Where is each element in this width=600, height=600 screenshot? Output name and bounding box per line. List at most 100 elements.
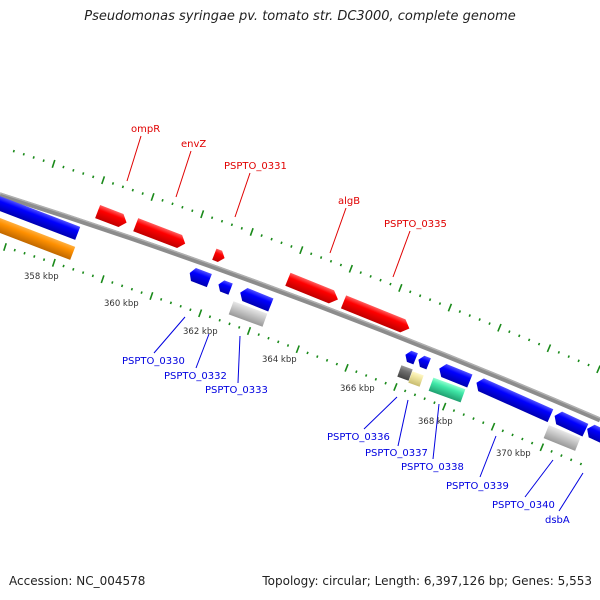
major-tick <box>101 176 106 185</box>
minor-tick <box>277 340 280 344</box>
leader-algB <box>329 207 347 254</box>
leader-PSPTO_0336 <box>363 396 398 430</box>
leader-PSPTO_0332 <box>195 333 210 369</box>
genome-backbone <box>0 192 600 423</box>
major-tick <box>546 344 552 353</box>
minor-tick <box>339 263 343 267</box>
accession-text: Accession: NC_004578 <box>9 574 146 588</box>
major-tick <box>246 326 252 336</box>
minor-tick <box>557 350 561 354</box>
leader-PSPTO_0331 <box>234 172 251 218</box>
gene-blue-arrow-3[interactable] <box>238 286 274 312</box>
gene-PSPTO_0339[interactable] <box>474 376 554 423</box>
gene-label-PSPTO_0338: PSPTO_0338 <box>401 462 464 473</box>
major-tick <box>441 402 447 411</box>
gene-block-left-orange[interactable] <box>0 211 76 260</box>
minor-tick <box>210 216 214 220</box>
minor-tick <box>468 314 471 317</box>
minor-tick <box>530 441 534 445</box>
gene-PSPTO_0337[interactable] <box>408 371 424 387</box>
minor-tick <box>42 159 45 163</box>
minor-tick <box>267 336 270 340</box>
minor-tick <box>508 330 511 334</box>
gene-label-algB: algB <box>338 196 360 207</box>
minor-tick <box>169 301 173 305</box>
minor-tick <box>577 359 580 363</box>
major-tick <box>51 258 56 267</box>
gene-envZ[interactable] <box>133 218 187 250</box>
gene-ompR[interactable] <box>95 205 129 229</box>
minor-tick <box>423 397 426 401</box>
minor-tick <box>260 234 263 237</box>
leader-envZ <box>175 150 192 198</box>
minor-tick <box>369 274 372 278</box>
minor-tick <box>579 462 583 466</box>
major-tick <box>344 363 349 372</box>
minor-tick <box>286 344 290 347</box>
scale-label-368: 368 kbp <box>418 417 453 427</box>
minor-tick <box>359 271 362 275</box>
major-tick <box>299 246 304 255</box>
minor-tick <box>191 209 194 213</box>
minor-tick <box>238 326 241 329</box>
minor-tick <box>218 318 221 322</box>
scale-label-370: 370 kbp <box>496 449 531 459</box>
gene-PSPTO_0340[interactable] <box>543 425 581 451</box>
scale-ticks-inner <box>3 242 583 466</box>
major-tick <box>200 210 205 219</box>
minor-tick <box>22 152 25 156</box>
minor-tick <box>33 255 36 258</box>
gene-label-ompR: ompR <box>131 124 160 135</box>
leader-ompR <box>126 135 142 182</box>
gene-PSPTO_0330[interactable] <box>187 267 212 288</box>
leader-PSPTO_0330 <box>153 316 186 354</box>
minor-tick <box>521 437 524 441</box>
minor-tick <box>160 298 163 301</box>
gene-PSPTO_0332[interactable] <box>216 279 233 295</box>
minor-tick <box>189 308 192 312</box>
gene-block-left-blue[interactable] <box>0 191 81 240</box>
gene-label-PSPTO_0335: PSPTO_0335 <box>384 219 447 230</box>
minor-tick <box>550 449 553 453</box>
leader-dsbA <box>558 472 584 512</box>
major-tick <box>348 264 354 273</box>
gene-blue-arrow-5[interactable] <box>552 409 589 437</box>
gene-PSPTO_0331[interactable] <box>212 248 227 264</box>
gene-blue-arrow-4[interactable] <box>437 362 473 388</box>
minor-tick <box>42 258 46 262</box>
minor-tick <box>91 274 94 278</box>
minor-tick <box>257 333 260 337</box>
minor-tick <box>587 363 590 367</box>
gene-PSPTO_0333[interactable] <box>228 301 268 327</box>
gene-PSPTO_0336[interactable] <box>397 365 413 381</box>
major-tick <box>3 242 7 252</box>
gene-dsbA[interactable] <box>584 423 600 446</box>
minor-tick <box>472 417 475 421</box>
gene-PSPTO_0338[interactable] <box>428 377 466 403</box>
major-tick <box>249 227 254 236</box>
gene-blue-small-a[interactable] <box>403 349 418 365</box>
leader-PSPTO_0333 <box>237 335 241 384</box>
minor-tick <box>413 393 417 397</box>
gene-PSPTO_0335[interactable] <box>340 295 412 335</box>
minor-tick <box>228 322 231 326</box>
minor-tick <box>567 355 570 359</box>
minor-tick <box>488 322 491 326</box>
scale-label-360: 360 kbp <box>104 299 139 309</box>
minor-tick <box>92 175 95 179</box>
major-tick <box>490 422 496 431</box>
major-tick <box>150 192 155 201</box>
minor-tick <box>335 362 339 366</box>
minor-tick <box>569 458 573 462</box>
minor-tick <box>409 290 412 294</box>
minor-tick <box>230 223 234 227</box>
gene-algB[interactable] <box>285 272 340 306</box>
major-tick <box>198 309 203 318</box>
scale-ticks-outer <box>12 149 600 374</box>
major-tick <box>497 323 502 332</box>
leader-PSPTO_0335 <box>392 230 411 278</box>
major-tick <box>539 443 545 452</box>
gene-blue-small-b[interactable] <box>416 354 431 370</box>
genome-title: Pseudomonas syringae pv. tomato str. DC3… <box>84 9 516 24</box>
minor-tick <box>13 248 16 252</box>
